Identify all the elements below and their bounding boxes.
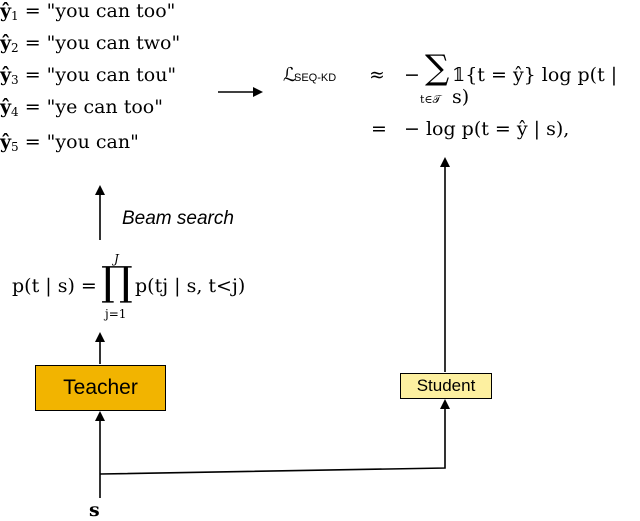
- teacher-label: Teacher: [63, 376, 138, 399]
- hypothesis-4: ŷ4 = "ye can too": [0, 96, 163, 119]
- sum-symbol: ∑: [425, 48, 450, 88]
- sum-lower-limit: t∈𝒯: [420, 93, 441, 106]
- loss-subscript: SEQ-KD: [294, 72, 337, 84]
- source-label: s: [89, 499, 100, 521]
- approx-sign: ≈: [369, 64, 385, 86]
- loss-line1-prefix: −: [404, 64, 420, 86]
- teacher-distribution-rhs: p(tj | s, t<j): [135, 275, 246, 297]
- loss-symbol: ℒ: [283, 64, 297, 86]
- student-label: Student: [416, 376, 476, 395]
- teacher-distribution-lhs: p(t | s) =: [12, 275, 97, 297]
- equals-sign: =: [371, 118, 387, 140]
- product-upper-limit: J: [114, 252, 119, 266]
- beam-search-label: Beam search: [122, 208, 234, 229]
- student-box: Student: [400, 373, 492, 399]
- product-lower-limit: j=1: [105, 307, 127, 321]
- loss-line1-body: 𝟙{t = ŷ} log p(t | s): [452, 64, 618, 108]
- hypothesis-5: ŷ5 = "you can": [0, 131, 139, 154]
- hypothesis-3: ŷ3 = "you can tou": [0, 64, 177, 87]
- source-to-student-line: [99, 399, 450, 475]
- hypothesis-2: ŷ2 = "you can two": [0, 32, 181, 55]
- loss-line2: − log p(t = ŷ | s),: [404, 118, 570, 140]
- teacher-box: Teacher: [35, 365, 166, 411]
- product-symbol: ∏: [101, 259, 133, 305]
- hypothesis-1: ŷ1 = "you can too": [0, 0, 176, 23]
